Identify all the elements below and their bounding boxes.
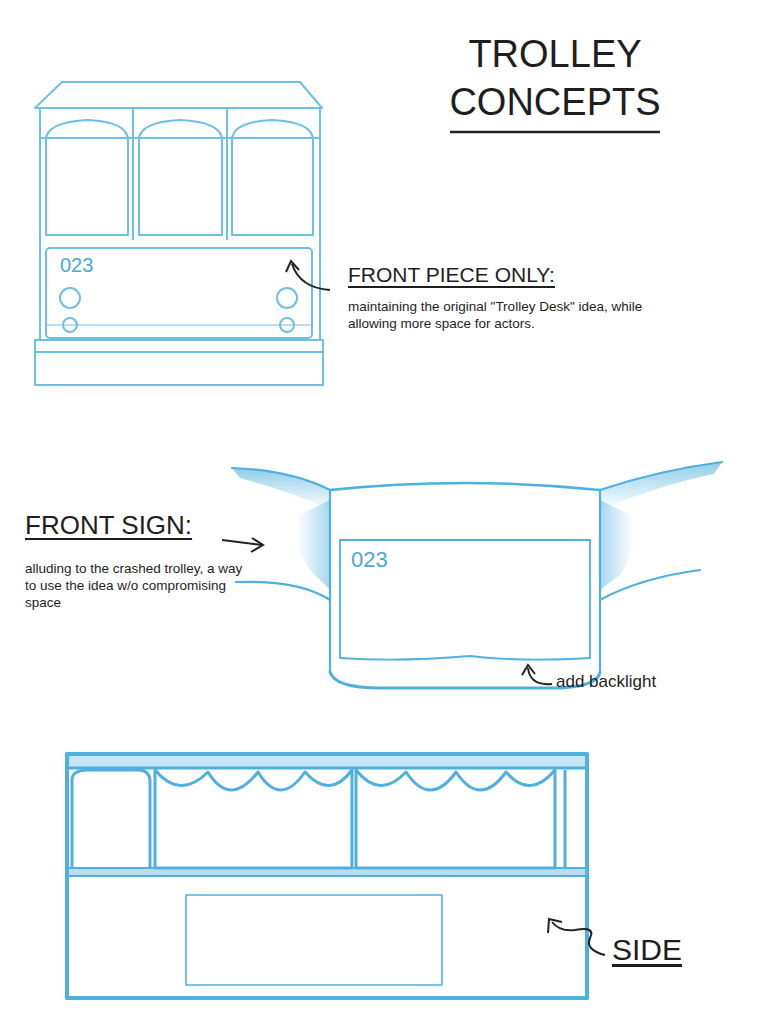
window <box>232 120 313 235</box>
wing-shade <box>232 468 330 510</box>
window <box>46 120 128 235</box>
note: maintaining the original "Trolley Desk" … <box>348 298 668 332</box>
arrow-head <box>548 919 562 933</box>
drum-side <box>599 490 601 672</box>
roof <box>35 82 322 108</box>
window <box>72 770 150 868</box>
belt-rail <box>67 868 587 876</box>
pillar <box>564 770 567 868</box>
arrow-head <box>522 665 535 675</box>
body-edge <box>319 108 321 340</box>
base <box>35 340 323 385</box>
title-underline <box>450 131 660 134</box>
wing-edge <box>232 468 330 490</box>
section-heading: SIDE <box>612 932 722 968</box>
front-sign-drawing <box>232 462 722 688</box>
side-body <box>67 754 587 998</box>
headlight <box>60 288 80 308</box>
floor-curve <box>236 582 330 600</box>
roof-band <box>40 108 320 138</box>
pillar <box>132 108 134 240</box>
front-piece-drawing <box>35 82 323 385</box>
trolley-number: 023 <box>60 253 120 277</box>
side-shade <box>297 500 330 590</box>
floor-curve <box>600 570 700 600</box>
wing-edge <box>600 462 722 490</box>
base-line <box>35 351 323 353</box>
side-panel <box>186 895 442 985</box>
body-edge <box>39 108 41 340</box>
front-panel <box>46 248 312 338</box>
headlight <box>277 288 297 308</box>
section-heading: FRONT PIECE ONLY: <box>348 262 648 287</box>
note: add backlight <box>556 672 706 692</box>
bumper-line <box>46 324 312 325</box>
window <box>139 120 222 235</box>
window <box>155 770 352 868</box>
roof-band <box>67 754 587 768</box>
note: alluding to the crashed trolley, a way t… <box>25 560 257 611</box>
arrow-head <box>251 538 263 552</box>
side-drawing <box>67 754 587 998</box>
wing-shade <box>600 462 722 510</box>
side-shade <box>600 500 633 590</box>
page-title: TROLLEY CONCEPTS <box>440 30 670 126</box>
leader-arrow <box>552 922 605 955</box>
drum-top <box>330 483 600 490</box>
arrow-head <box>286 261 299 272</box>
window <box>356 770 555 868</box>
drum-side <box>329 490 331 672</box>
section-heading: FRONT SIGN: <box>25 510 225 541</box>
sign-number: 023 <box>351 547 421 573</box>
pillar <box>226 108 228 240</box>
sign-panel <box>340 540 590 660</box>
